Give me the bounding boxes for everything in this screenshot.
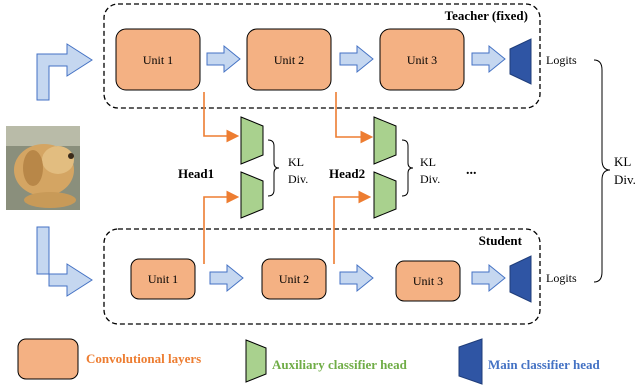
student-unit-1: Unit 1: [130, 258, 196, 300]
student-main-head: [509, 255, 532, 303]
teacher-unit-2: Unit 2: [246, 28, 332, 91]
student-unit-3: Unit 3: [395, 260, 461, 302]
teacher-title: Teacher (fixed): [445, 8, 528, 23]
final-kl-line2: Div.: [614, 172, 636, 187]
final-kl-line1: KL: [614, 154, 631, 169]
student-input-arrow: [36, 226, 93, 297]
aux-head-1-teacher: [240, 116, 264, 165]
student-unit-2-label: Unit 2: [279, 272, 309, 286]
head2-label: Head2: [329, 166, 365, 181]
student-box: [103, 228, 541, 325]
aux-head-2-teacher: [373, 116, 397, 165]
student-unit-2: Unit 2: [261, 258, 327, 300]
teacher-arrow-3: [471, 44, 506, 74]
kl-label-2-line1: KL: [420, 155, 436, 169]
student-unit-3-label: Unit 3: [413, 274, 443, 288]
kl-label-1-line1: KL: [288, 155, 304, 169]
dog-image: [6, 126, 80, 210]
student-tap-2: [333, 190, 372, 264]
head1-label: Head1: [178, 166, 214, 181]
legend-main-label: Main classifier head: [488, 357, 600, 372]
teacher-unit-3: Unit 3: [379, 28, 465, 91]
kl-label-1-line2: Div.: [288, 172, 308, 186]
aux-head-2-student: [373, 171, 397, 219]
teacher-unit-1: Unit 1: [115, 28, 201, 91]
teacher-unit-2-label: Unit 2: [274, 53, 304, 67]
teacher-tap-1: [203, 92, 240, 143]
student-logits-label: Logits: [546, 271, 577, 285]
kl-brace-1: [267, 139, 280, 197]
legend-conv-swatch: [17, 338, 79, 380]
student-arrow-1: [209, 263, 244, 293]
kl-brace-2: [401, 139, 414, 197]
teacher-arrow-1: [206, 44, 241, 74]
student-tap-1: [203, 190, 240, 264]
final-kl-brace: [593, 59, 611, 283]
legend-main-swatch: [458, 338, 483, 385]
teacher-main-head: [509, 38, 532, 85]
legend-aux-label: Auxiliary classifier head: [272, 357, 408, 372]
teacher-logits-label: Logits: [546, 53, 577, 67]
teacher-unit-1-label: Unit 1: [143, 53, 173, 67]
aux-head-1-student: [240, 171, 264, 219]
student-arrow-2: [339, 263, 374, 293]
teacher-arrow-2: [339, 44, 374, 74]
teacher-input-arrow: [36, 43, 93, 101]
ellipsis: ...: [466, 163, 477, 178]
kl-label-2-line2: Div.: [420, 172, 440, 186]
legend-aux-swatch: [245, 339, 267, 383]
student-title: Student: [479, 233, 523, 248]
teacher-unit-3-label: Unit 3: [407, 53, 437, 67]
student-arrow-3: [471, 263, 506, 293]
student-unit-1-label: Unit 1: [148, 272, 178, 286]
teacher-tap-2: [335, 92, 374, 144]
legend-conv-label: Convolutional layers: [86, 351, 201, 366]
teacher-box: [103, 3, 541, 109]
